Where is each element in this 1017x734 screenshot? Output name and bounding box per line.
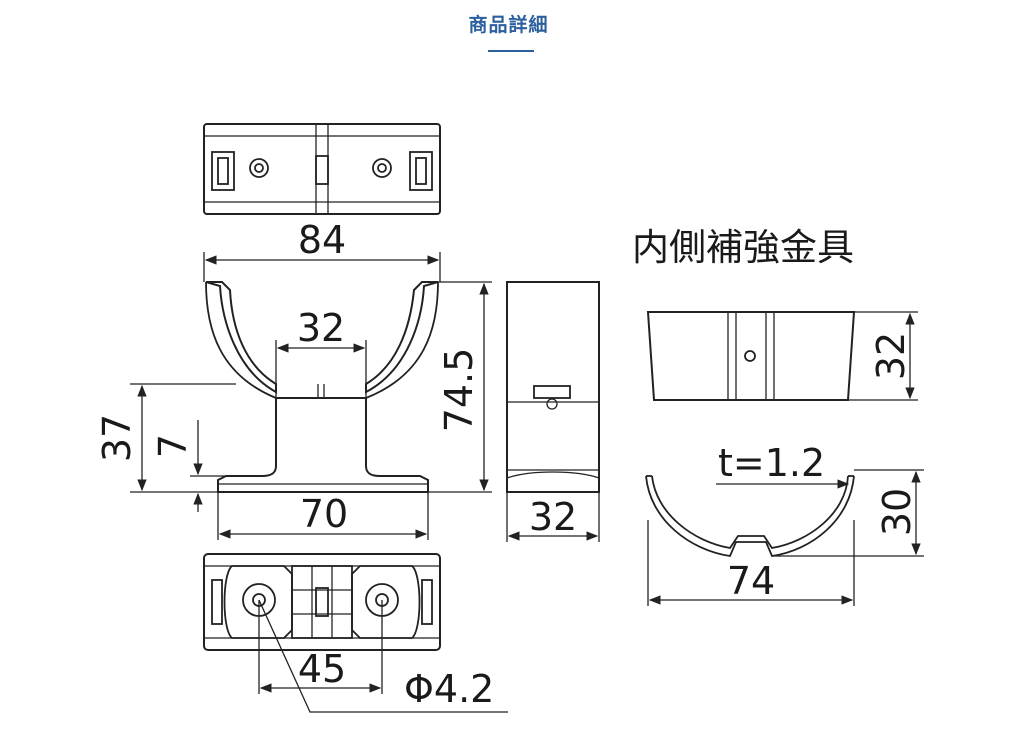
dim-mid-height: 37 (95, 414, 139, 462)
dim-bracket-length: 74 (727, 559, 775, 603)
bracket-top-view (646, 311, 856, 401)
bottom-view (203, 553, 441, 651)
dim-base-width: 70 (300, 492, 348, 536)
dim-bracket-height: 30 (875, 488, 919, 536)
dim-hole-diameter: Φ4.2 (404, 667, 494, 711)
title-underline (488, 50, 534, 52)
dimension-lines (130, 252, 924, 713)
bracket-caption: 内側補強金具 (632, 226, 854, 269)
top-view (203, 123, 441, 215)
dim-base-height: 7 (151, 434, 195, 458)
bracket-side-view (645, 475, 855, 557)
page-header: 商品詳細 (0, 0, 1017, 60)
side-view (506, 281, 600, 493)
dim-bracket-width: 32 (869, 332, 913, 380)
dim-side-width: 32 (529, 495, 577, 539)
dim-thickness: t=1.2 (718, 441, 825, 485)
page-title: 商品詳細 (468, 14, 549, 36)
dim-inner-width: 32 (297, 306, 345, 350)
dim-hole-pitch: 45 (298, 647, 346, 691)
dim-top-width: 84 (298, 218, 346, 262)
dim-total-height: 74.5 (437, 348, 481, 433)
